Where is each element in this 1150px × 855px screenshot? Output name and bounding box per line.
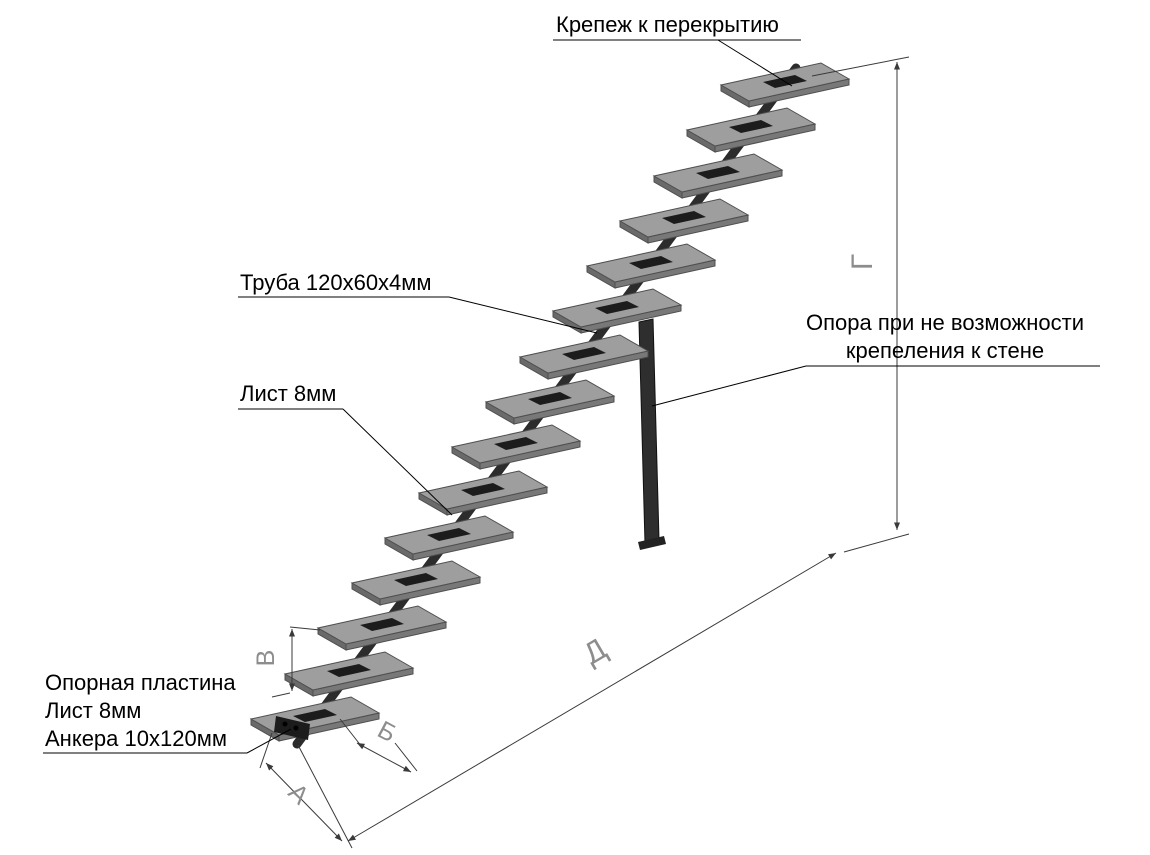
base-plate: [274, 716, 310, 740]
support-post-foot: [638, 536, 666, 550]
treads: [250, 62, 850, 742]
tread: [317, 605, 447, 651]
tread: [418, 470, 548, 516]
tread: [519, 334, 649, 380]
label-support-line2: крепеления к стене: [846, 338, 1044, 363]
label-support-line1: Опора при не возможности: [806, 310, 1084, 335]
label-sheet: Лист 8мм: [240, 381, 336, 406]
label-base-plate-line3: Анкера 10х120мм: [45, 726, 227, 751]
callout-support: Опора при не возможности крепеления к ст…: [651, 310, 1100, 407]
dim-label-b: Б: [373, 716, 401, 748]
label-base-plate-line2: Лист 8мм: [45, 698, 141, 723]
tread: [351, 560, 481, 606]
dim-label-g: Г: [846, 254, 879, 270]
tread: [653, 153, 783, 199]
callout-base-plate: Опорная пластина Лист 8мм Анкера 10х120м…: [43, 670, 292, 754]
dimension-height-g: Г: [811, 56, 910, 553]
callout-ceiling-fastening: Крепеж к перекрытию: [553, 12, 801, 87]
tread: [686, 107, 816, 153]
tread: [451, 424, 581, 470]
dim-label-a: А: [283, 778, 315, 810]
tread: [384, 515, 514, 561]
dimension-a: А: [259, 732, 343, 842]
callout-sheet: Лист 8мм: [238, 381, 453, 516]
tread: [284, 651, 414, 697]
tread: [619, 198, 749, 244]
anchor-bolt: [282, 721, 288, 727]
tread: [586, 243, 716, 289]
label-tube: Труба 120х60х4мм: [240, 270, 432, 295]
tread: [552, 288, 682, 334]
callout-tube: Труба 120х60х4мм: [238, 270, 598, 334]
dim-label-v: В: [252, 650, 280, 667]
tread: [250, 696, 380, 742]
base-plate-bracket: [274, 716, 310, 740]
tread: [485, 379, 615, 425]
support-post: [638, 318, 666, 550]
tread: [720, 62, 850, 108]
dimension-v: В: [252, 626, 321, 698]
label-ceiling-fastening: Крепеж к перекрытию: [556, 12, 779, 37]
dim-label-d: Д: [578, 632, 612, 671]
label-base-plate-line1: Опорная пластина: [45, 670, 236, 695]
anchor-bolt: [293, 725, 299, 731]
